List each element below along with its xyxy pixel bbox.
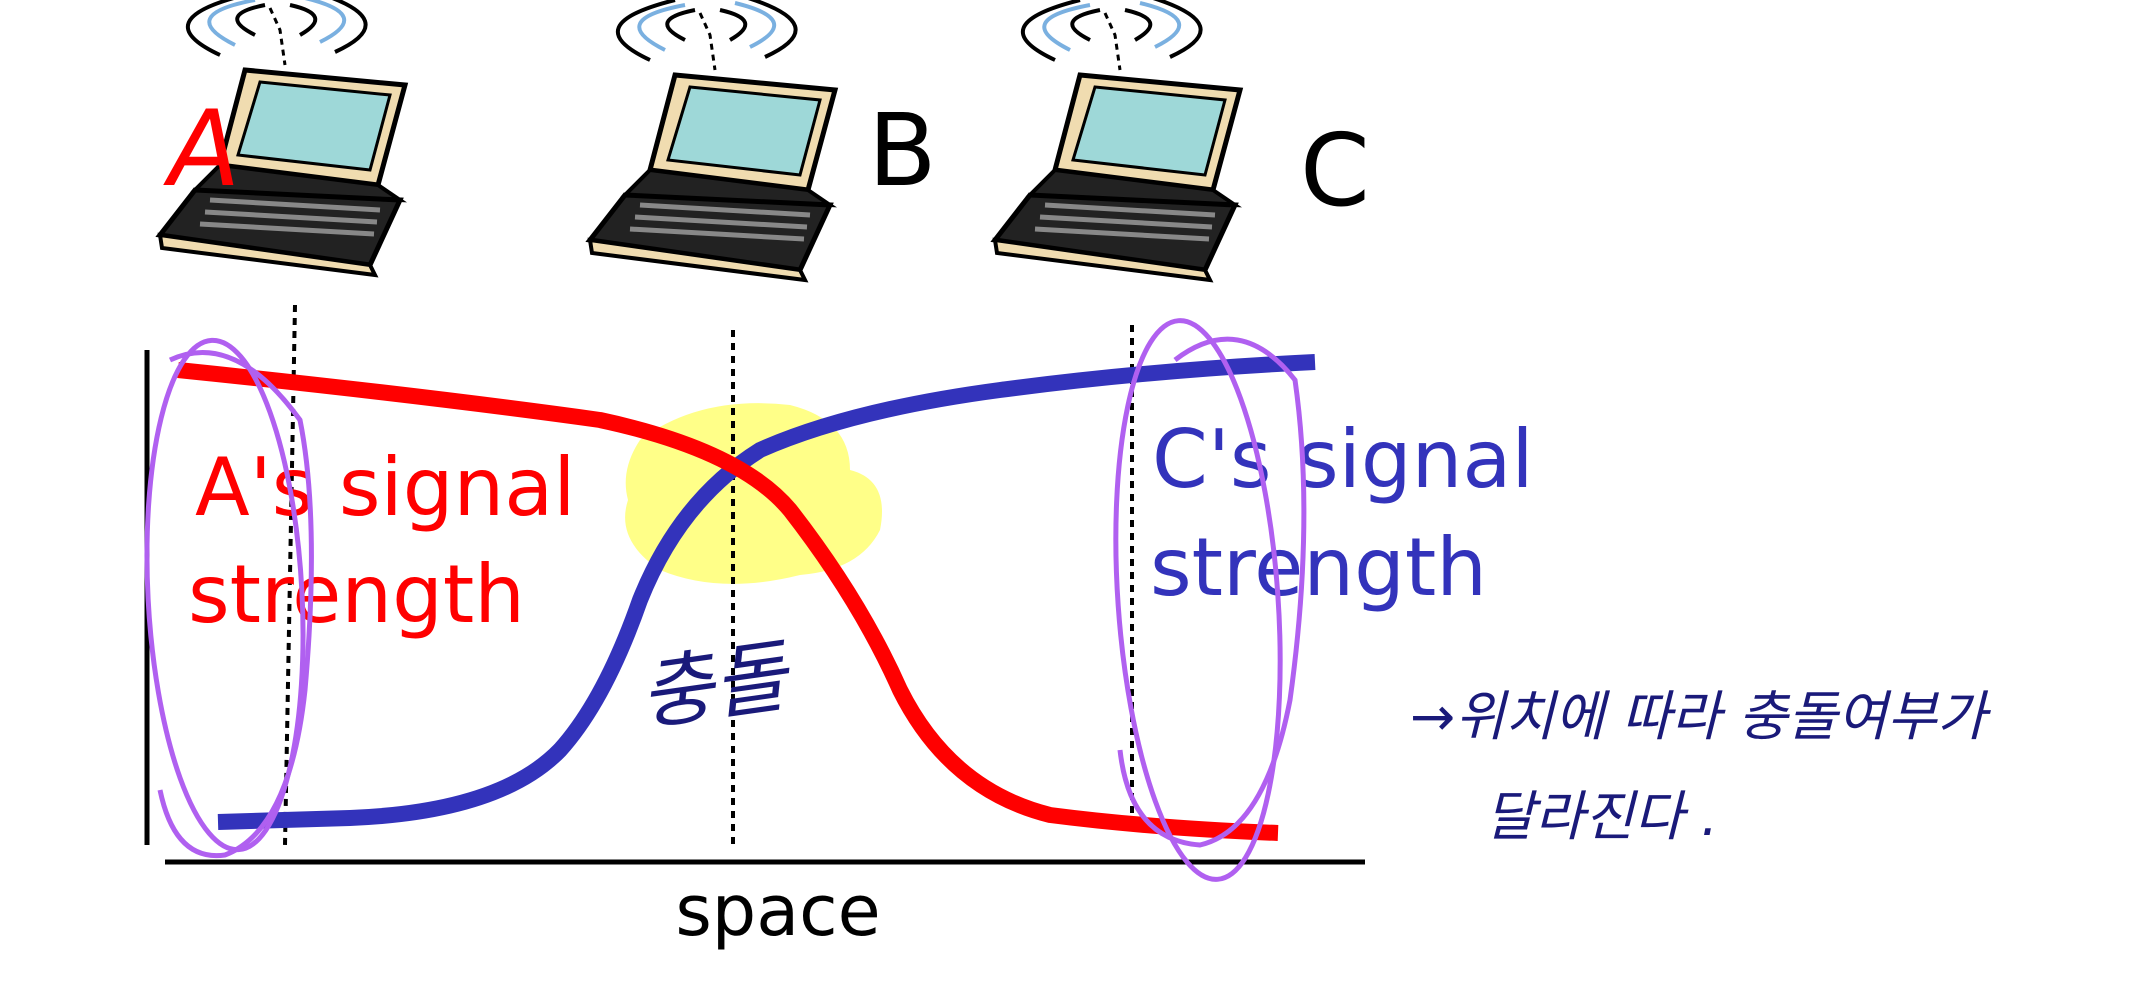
- a-signal-label-line2: strength: [188, 548, 525, 641]
- station-c-label: C: [1300, 112, 1370, 229]
- laptop-b-icon: [585, 0, 839, 283]
- note-line1: →위치에 따라 충돌여부가: [1410, 685, 1992, 748]
- purple-circle-c-annotation: [1113, 318, 1307, 882]
- c-signal-label-line2: strength: [1150, 521, 1487, 614]
- c-signal-label-line1: C's signal: [1152, 413, 1534, 506]
- station-b-label: B: [868, 92, 937, 209]
- x-axis-label: space: [675, 870, 880, 952]
- a-signal-label-line1: A's signal: [195, 441, 575, 534]
- purple-circle-a-annotation: [144, 337, 314, 859]
- laptop-c-icon: [990, 0, 1244, 283]
- a-signal-curve: [177, 362, 1279, 841]
- laptop-a-icon: [155, 0, 409, 278]
- collision-annotation: 충돌: [634, 629, 798, 742]
- note-line2: 달라진다 .: [1485, 785, 1718, 848]
- c-signal-curve: [217, 354, 1316, 830]
